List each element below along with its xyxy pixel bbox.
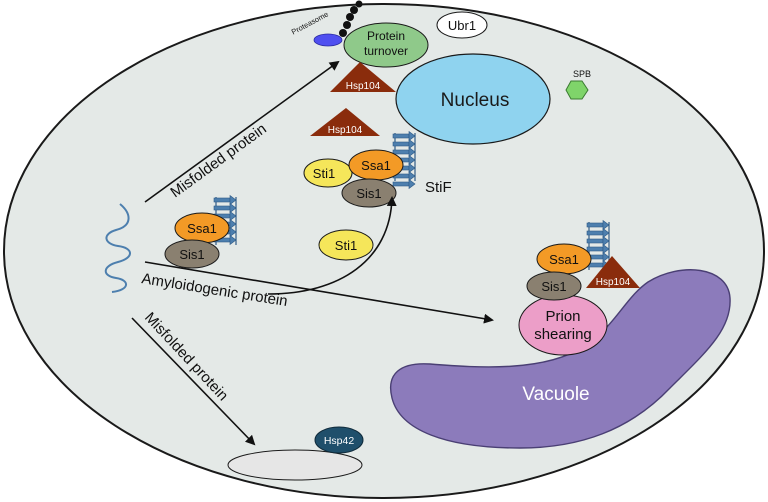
- sti1-free: [318, 229, 374, 261]
- hsp42: [314, 426, 364, 454]
- protein-turnover-label-2: turnover: [364, 44, 408, 58]
- sti1-free-label: Sti1: [335, 238, 357, 253]
- vacuole-label: Vacuole: [522, 384, 589, 405]
- hsp104-mid: [310, 108, 380, 136]
- spb-label: SPB: [573, 69, 591, 79]
- hsp104-top: [330, 62, 396, 92]
- sis1-left: [164, 239, 220, 269]
- hsp104-top-label: Hsp104: [346, 81, 381, 92]
- hsp104-right-label: Hsp104: [596, 277, 631, 288]
- prion-shearing-label-1: Prion: [545, 308, 580, 325]
- arrow-to-stif: [267, 196, 397, 295]
- arrow-to-prion-shearing: [144, 261, 494, 324]
- protein-turnover-label-1: Protein: [367, 29, 405, 43]
- ubiquitin-chain-icon: [339, 0, 363, 37]
- vacuole-shape: [390, 269, 731, 449]
- sti1-stif: [303, 158, 353, 188]
- ssa1-stif-label: Ssa1: [361, 158, 391, 173]
- nucleus: [395, 53, 551, 145]
- protein-turnover: [343, 22, 429, 68]
- misfolded-protein-coil-icon: [104, 203, 131, 293]
- sis1-left-label: Sis1: [179, 247, 204, 262]
- sis1-right: [526, 271, 582, 301]
- ipod-compartment: [227, 449, 363, 481]
- sis1-stif-label: Sis1: [356, 186, 381, 201]
- hsp104-mid-label: Hsp104: [328, 125, 363, 136]
- cell-membrane: [3, 3, 765, 499]
- ubr1-label: Ubr1: [448, 18, 476, 33]
- arrow-to-turnover: [144, 60, 340, 203]
- ssa1-left-label: Ssa1: [187, 221, 217, 236]
- arrow-to-ipod: [131, 317, 256, 446]
- prion-shearing-label-2: shearing: [534, 326, 592, 343]
- sis1-stif: [341, 178, 397, 208]
- nucleus-label: Nucleus: [441, 90, 510, 111]
- sti1-stif-label: Sti1: [313, 166, 335, 181]
- proteasome-icon: [313, 33, 343, 47]
- hsp42-label: Hsp42: [324, 435, 355, 447]
- sis1-right-label: Sis1: [541, 279, 566, 294]
- prion-shearing: [518, 294, 608, 356]
- ssa1-right-label: Ssa1: [549, 252, 579, 267]
- hsp104-right: [586, 256, 640, 288]
- spb-hexagon: [565, 80, 589, 100]
- ubr1: [436, 11, 488, 39]
- stif-label: StiF: [425, 179, 452, 196]
